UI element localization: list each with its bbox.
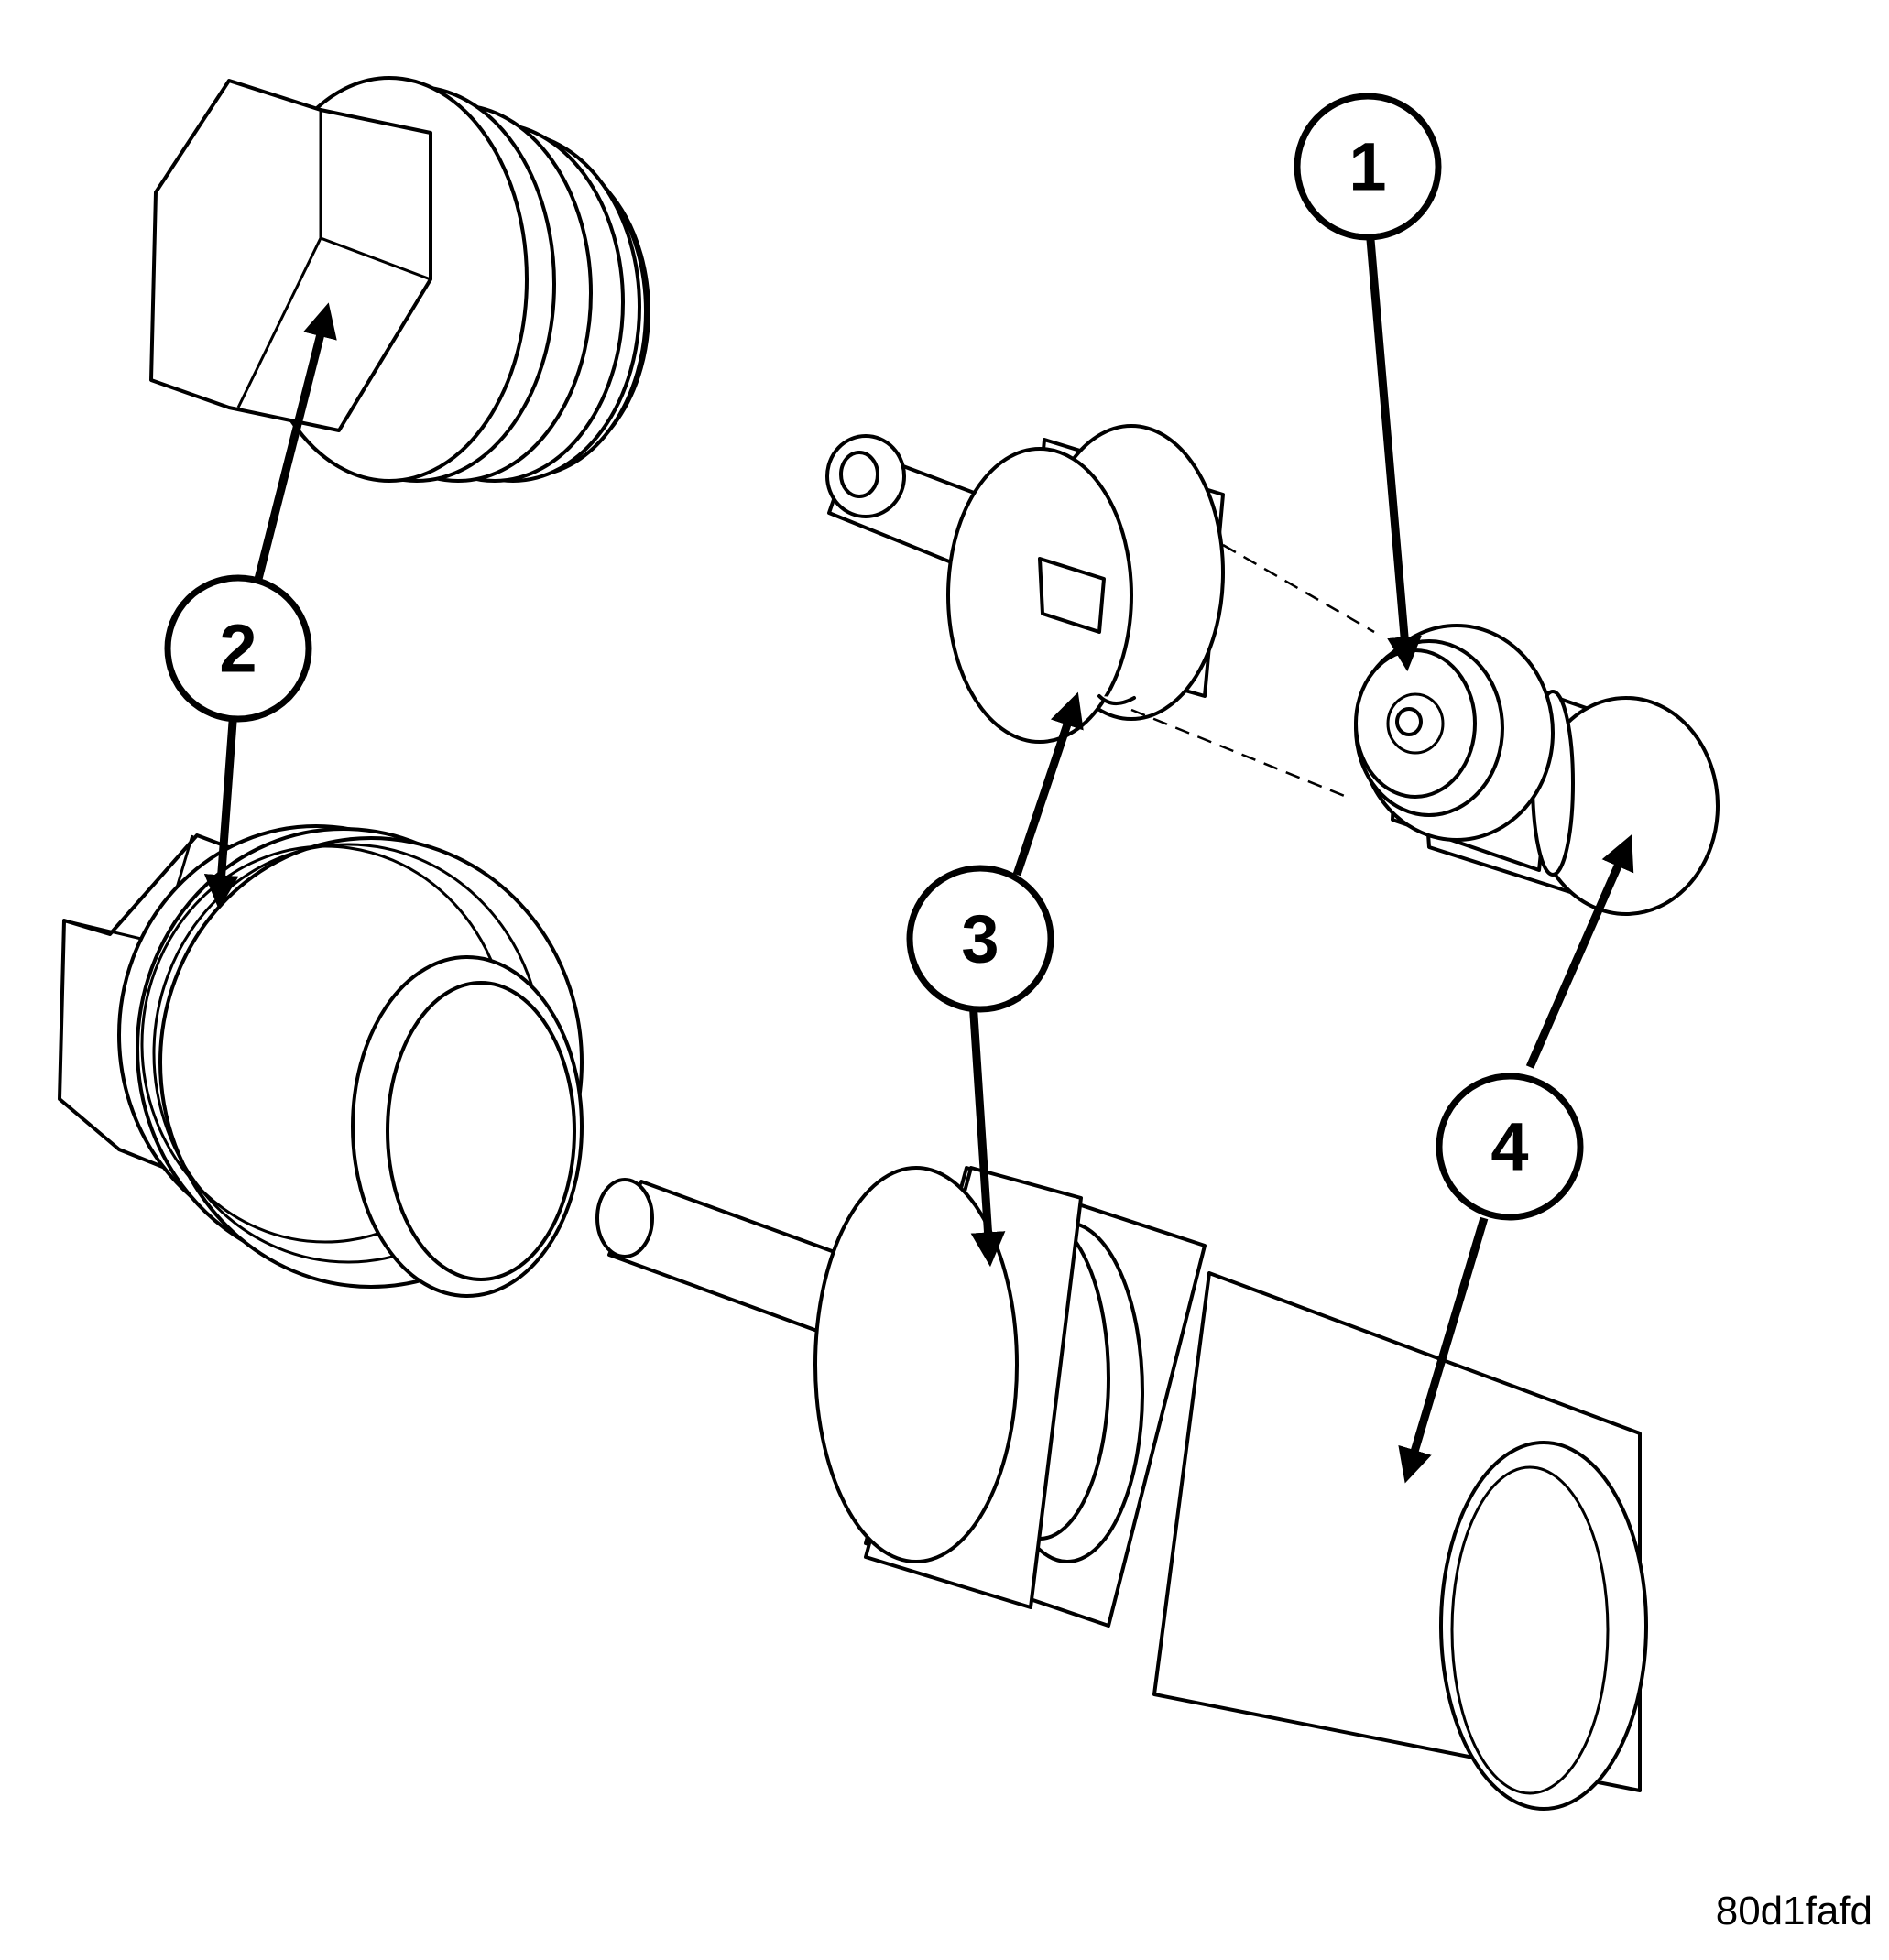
lower-plug xyxy=(58,824,584,1298)
figure-code: 80d1fafd xyxy=(1715,1889,1873,1933)
callout-4: 4 xyxy=(1436,1073,1584,1221)
large-valve-sleeve xyxy=(1152,1271,1648,1811)
leader-arrow-3-up xyxy=(1012,691,1084,877)
callout-3-label: 3 xyxy=(961,901,999,977)
callout-1: 1 xyxy=(1294,93,1442,241)
alignment-line-upper xyxy=(1222,543,1375,634)
leader-arrow-4-up xyxy=(1525,834,1634,1069)
alignment-line-lower xyxy=(1130,708,1348,799)
large-valve xyxy=(595,1166,1207,1628)
small-valve xyxy=(825,424,1225,744)
callout-1-label: 1 xyxy=(1349,129,1386,205)
leader-arrow-2-down xyxy=(203,709,239,910)
callout-4-label: 4 xyxy=(1490,1109,1528,1185)
leader-arrows xyxy=(203,228,1634,1484)
leader-arrow-1 xyxy=(1365,228,1422,672)
callout-2-label: 2 xyxy=(219,611,257,687)
leader-arrow-3-down xyxy=(968,1000,1006,1268)
callout-3: 3 xyxy=(906,865,1054,1013)
upper-plug xyxy=(149,76,650,483)
small-valve-sleeve xyxy=(1354,624,1720,916)
leader-arrow-2-up xyxy=(252,302,337,588)
leader-arrow-4-down xyxy=(1398,1216,1489,1484)
callout-2: 2 xyxy=(164,574,312,723)
